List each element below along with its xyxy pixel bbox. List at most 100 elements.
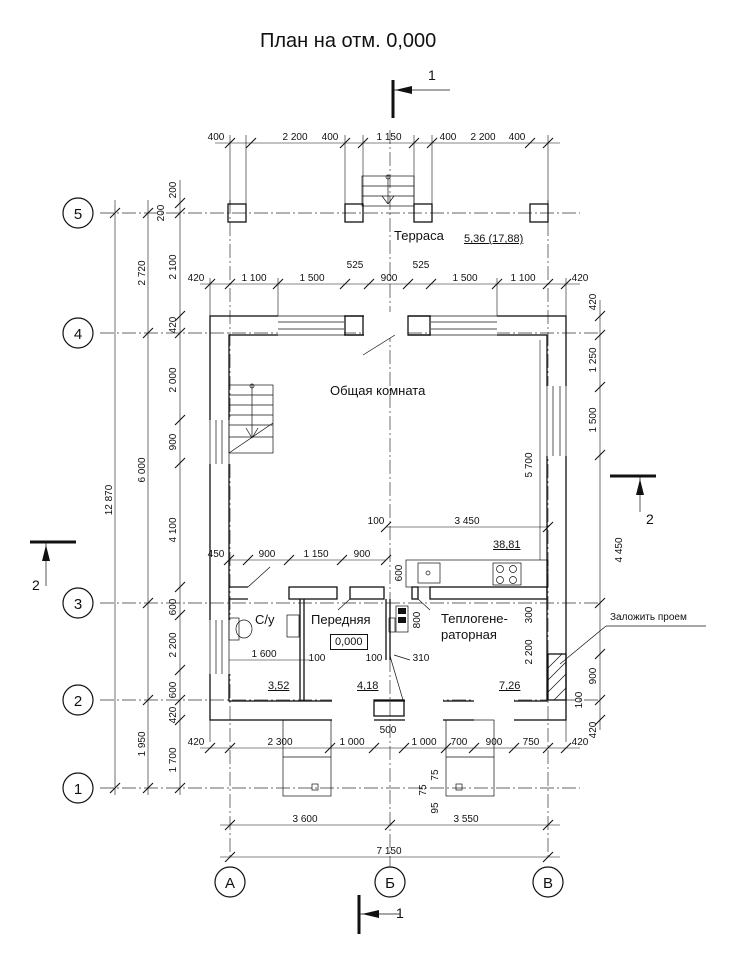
dim-in-0: 100 bbox=[368, 516, 385, 527]
dim-top2-3: 525 bbox=[347, 260, 364, 271]
dim-top1-6: 400 bbox=[509, 132, 526, 143]
dim-bot1-7: 750 bbox=[523, 737, 540, 748]
dim-in-12: 75 bbox=[418, 784, 429, 796]
dim-left-mid-0: 2 720 bbox=[137, 260, 148, 285]
axis-col-b: Б bbox=[385, 875, 395, 892]
dim-left-in-10: 420 bbox=[168, 706, 179, 723]
dim-right-in-4: 300 bbox=[524, 606, 535, 623]
dim-top1-2: 400 bbox=[322, 132, 339, 143]
dim-left-in-8: 2 200 bbox=[168, 632, 179, 657]
dim-bot1-0: 420 bbox=[188, 737, 205, 748]
dim-bot1-1: 2 300 bbox=[267, 737, 292, 748]
dim-top2-0: 420 bbox=[188, 273, 205, 284]
dim-left-mid-2: 1 950 bbox=[137, 731, 148, 756]
dim-right-in-7: 100 bbox=[574, 691, 585, 708]
dim-left-in-1: 200 bbox=[156, 204, 167, 221]
dim-top2-7: 1 100 bbox=[510, 273, 535, 284]
note-leader bbox=[559, 625, 706, 665]
dim-left-in-5: 900 bbox=[168, 433, 179, 450]
dim-in-5: 900 bbox=[354, 549, 371, 560]
room-heat-area: 7,26 bbox=[499, 680, 521, 692]
dim-bot1-2: 1 000 bbox=[339, 737, 364, 748]
dim-left-in-0: 200 bbox=[168, 181, 179, 198]
dim-in-4: 1 150 bbox=[303, 549, 328, 560]
room-hall-name: Передняя bbox=[311, 612, 371, 627]
porches bbox=[282, 719, 495, 797]
dim-top2-6: 1 500 bbox=[452, 273, 477, 284]
walls bbox=[206, 312, 570, 724]
axis-row-5: 5 bbox=[74, 206, 82, 223]
room-heat-name: Теплогене- раторная bbox=[441, 611, 508, 642]
room-hall-area: 4,18 bbox=[357, 680, 379, 692]
section-2-left-label: 2 bbox=[32, 577, 40, 593]
dim-top2-2: 1 500 bbox=[299, 273, 324, 284]
dim-top1-3: 1 150 bbox=[376, 132, 401, 143]
dim-left-outer: 12 870 bbox=[104, 484, 115, 515]
dimension-lines bbox=[109, 135, 606, 863]
axis-col-v: В bbox=[543, 875, 553, 892]
dim-bot1-5: 700 bbox=[451, 737, 468, 748]
dim-right-outer: 4 450 bbox=[614, 537, 625, 562]
dim-bot2-0: 3 600 bbox=[292, 814, 317, 825]
dim-in-6: 1 600 bbox=[251, 649, 276, 660]
room-common-name: Общая комната bbox=[330, 383, 426, 398]
dim-in-7: 100 bbox=[309, 653, 326, 664]
axis-col-a: А bbox=[225, 875, 235, 892]
dim-top1-1: 2 200 bbox=[282, 132, 307, 143]
dim-in-14: 95 bbox=[430, 802, 441, 814]
dim-left-in-7: 600 bbox=[168, 598, 179, 615]
dim-in-3: 900 bbox=[259, 549, 276, 560]
terrace bbox=[227, 174, 549, 223]
dim-in-11: 600 bbox=[394, 564, 405, 581]
section-1-top-label: 1 bbox=[428, 67, 436, 83]
room-common-area: 38,81 bbox=[493, 539, 521, 551]
dim-in-8: 100 bbox=[366, 653, 383, 664]
dim-top2-4: 900 bbox=[381, 273, 398, 284]
dim-top2-5: 525 bbox=[413, 260, 430, 271]
dim-bot1-8: 420 bbox=[572, 737, 589, 748]
interior-stairs bbox=[228, 383, 274, 454]
room-wc-area: 3,52 bbox=[268, 680, 290, 692]
dim-top1-0: 400 bbox=[208, 132, 225, 143]
dim-bot-total: 7 150 bbox=[376, 846, 401, 857]
dim-right-in-8: 420 bbox=[588, 721, 599, 738]
dim-in-9: 310 bbox=[413, 653, 430, 664]
dim-right-in-2: 1 500 bbox=[588, 407, 599, 432]
room-terrace-area: 5,36 (17,88) bbox=[464, 233, 524, 245]
dimension-texts: 400 2 200 400 1 150 400 2 200 400 420 1 … bbox=[104, 132, 625, 857]
dim-right-in-5: 2 200 bbox=[524, 639, 535, 664]
section-2-right-label: 2 bbox=[646, 511, 654, 527]
axis-row-1: 1 bbox=[74, 781, 82, 798]
dim-left-in-3: 420 bbox=[168, 316, 179, 333]
dim-in-1: 3 450 bbox=[454, 516, 479, 527]
dim-left-in-4: 2 000 bbox=[168, 367, 179, 392]
dim-left-in-6: 4 100 bbox=[168, 517, 179, 542]
axis-bubbles: 5 4 3 2 1 А Б В bbox=[62, 197, 564, 898]
dim-left-in-9: 600 bbox=[168, 681, 179, 698]
room-wc-name: С/у bbox=[255, 612, 275, 627]
dim-left-in-11: 1 700 bbox=[168, 747, 179, 772]
dim-right-in-3: 5 700 bbox=[524, 452, 535, 477]
dim-in-10: 800 bbox=[412, 611, 423, 628]
dim-in-13: 75 bbox=[430, 769, 441, 781]
hall-level-mark: 0,000 bbox=[330, 634, 368, 650]
dim-right-in-1: 1 250 bbox=[588, 347, 599, 372]
dim-top2-1: 1 100 bbox=[241, 273, 266, 284]
axis-row-3: 3 bbox=[74, 596, 82, 613]
dim-top1-5: 2 200 bbox=[470, 132, 495, 143]
section-1-bottom-label: 1 bbox=[396, 905, 404, 921]
room-terrace-name: Терраса bbox=[394, 228, 444, 243]
dim-bot2-1: 3 550 bbox=[453, 814, 478, 825]
dim-right-in-6: 900 bbox=[588, 667, 599, 684]
dim-in-2: 450 bbox=[208, 549, 225, 560]
brick-up-note: Заложить проем bbox=[610, 612, 687, 623]
dim-top1-4: 400 bbox=[440, 132, 457, 143]
dim-left-mid-1: 6 000 bbox=[137, 457, 148, 482]
dim-bot1-3: 500 bbox=[380, 725, 397, 736]
fixtures bbox=[228, 334, 549, 701]
axis-row-2: 2 bbox=[74, 693, 82, 710]
dim-bot1-6: 900 bbox=[486, 737, 503, 748]
dim-right-in-0: 420 bbox=[588, 293, 599, 310]
section-marks: 1 1 2 2 bbox=[30, 67, 656, 934]
